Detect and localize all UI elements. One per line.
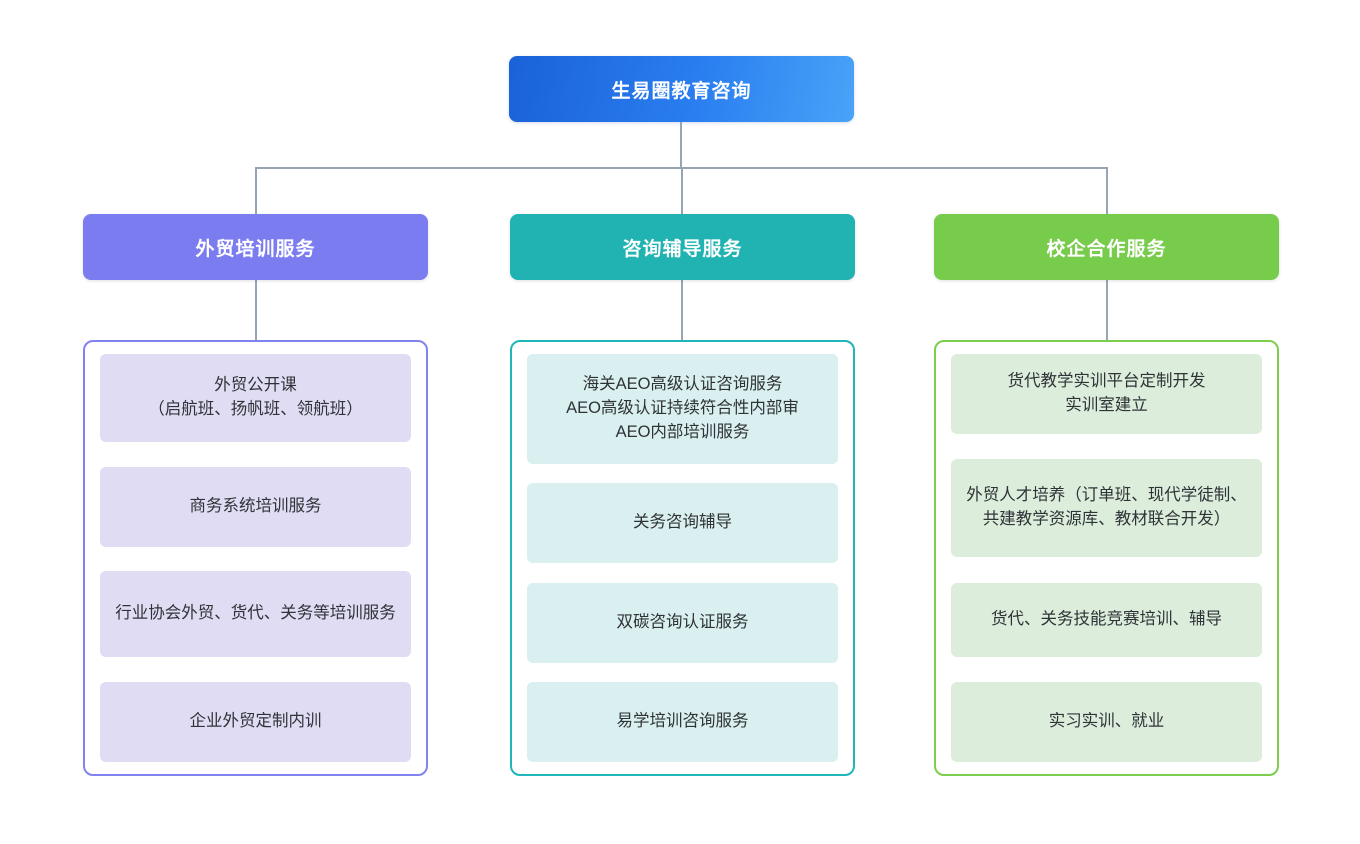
list-item[interactable]: 双碳咨询认证服务 <box>527 582 838 663</box>
branch-3-item-container: 货代教学实训平台定制开发 实训室建立 外贸人才培养（订单班、现代学徒制、共建教学… <box>934 340 1279 776</box>
branch-header-1[interactable]: 外贸培训服务 <box>83 214 428 280</box>
connector-branch-1-to-items <box>255 280 257 341</box>
list-item[interactable]: 外贸公开课 （启航班、扬帆班、领航班） <box>100 354 411 442</box>
list-item[interactable]: 行业协会外贸、货代、关务等培训服务 <box>100 571 411 658</box>
connector-to-branch-2 <box>681 167 683 215</box>
connector-to-branch-1 <box>255 167 257 215</box>
branch-header-3-label: 校企合作服务 <box>1046 238 1167 260</box>
list-item[interactable]: 关务咨询辅导 <box>527 483 838 564</box>
branch-header-2-label: 咨询辅导服务 <box>622 238 743 260</box>
list-item[interactable]: 货代、关务技能竞赛培训、辅导 <box>951 582 1262 657</box>
branch-1-item-container: 外贸公开课 （启航班、扬帆班、领航班） 商务系统培训服务 行业协会外贸、货代、关… <box>83 340 428 776</box>
list-item[interactable]: 外贸人才培养（订单班、现代学徒制、共建教学资源库、教材联合开发） <box>951 459 1262 558</box>
branch-header-3[interactable]: 校企合作服务 <box>934 214 1279 280</box>
root-node-label: 生易圈教育咨询 <box>611 80 752 102</box>
branch-header-2[interactable]: 咨询辅导服务 <box>510 214 855 280</box>
list-item[interactable]: 易学培训咨询服务 <box>527 681 838 762</box>
list-item[interactable]: 货代教学实训平台定制开发 实训室建立 <box>951 354 1262 434</box>
connector-to-branch-3 <box>1106 167 1108 215</box>
connector-branch-2-to-items <box>681 280 683 341</box>
list-item[interactable]: 企业外贸定制内训 <box>100 681 411 762</box>
list-item[interactable]: 商务系统培训服务 <box>100 466 411 547</box>
connector-root-stem <box>680 122 682 168</box>
root-node[interactable]: 生易圈教育咨询 <box>509 56 854 122</box>
list-item[interactable]: 海关AEO高级认证咨询服务 AEO高级认证持续符合性内部审 AEO内部培训服务 <box>527 354 838 464</box>
list-item[interactable]: 实习实训、就业 <box>951 681 1262 762</box>
connector-branch-3-to-items <box>1106 280 1108 341</box>
branch-2-item-container: 海关AEO高级认证咨询服务 AEO高级认证持续符合性内部审 AEO内部培训服务 … <box>510 340 855 776</box>
branch-header-1-label: 外贸培训服务 <box>195 238 316 260</box>
